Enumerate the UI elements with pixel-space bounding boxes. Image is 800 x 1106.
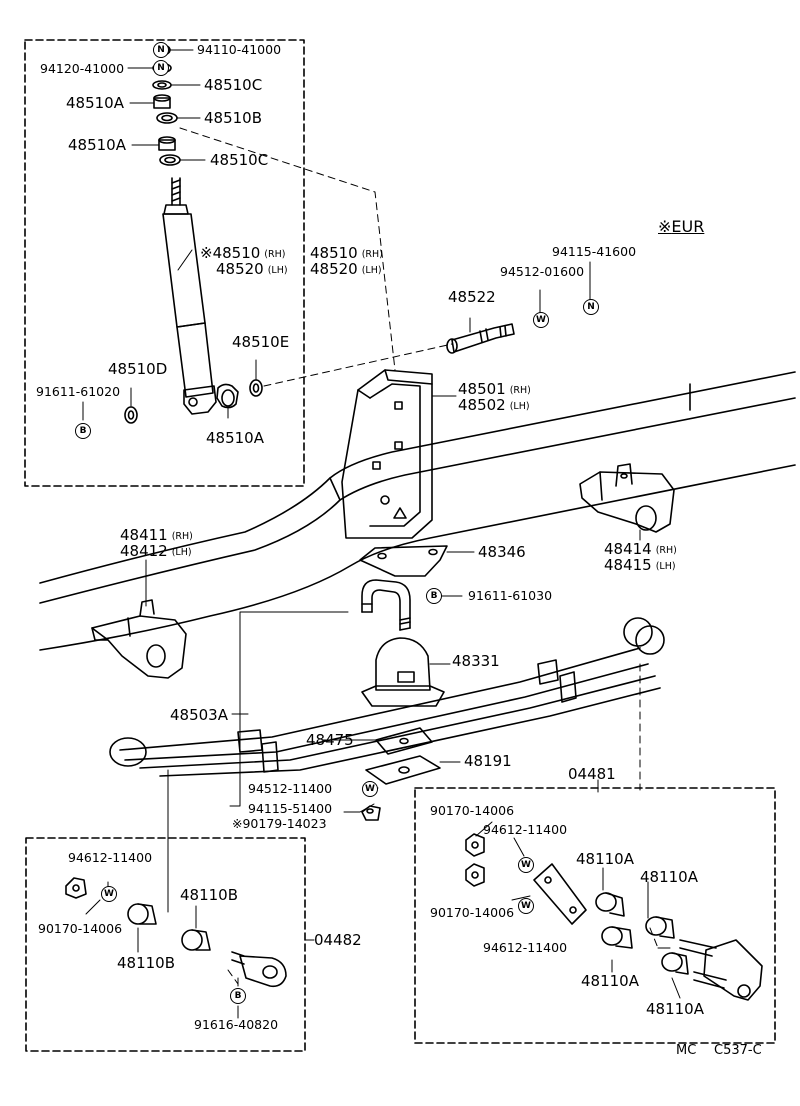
pin-kit-group-box <box>25 837 306 1052</box>
shock-absorber <box>162 177 217 415</box>
front-hanger <box>91 599 187 679</box>
eur-region-note: ※EUR <box>658 217 705 236</box>
u-bolt <box>361 579 411 631</box>
drawing-code-mc: MC <box>676 1043 697 1058</box>
shock-absorber-group-box <box>24 39 305 487</box>
b-marker-icon: B <box>75 423 91 439</box>
part-label-90170-14006-upper: 90170-14006 <box>430 803 515 818</box>
part-label-04481: 04481 <box>568 765 616 783</box>
part-label-48522: 48522 <box>448 288 496 306</box>
part-label-94612-11400-upper: 94612-11400 <box>483 822 568 837</box>
part-label-48510a-second: 48510A <box>68 136 126 154</box>
part-label-90179-14023: ※90179-14023 <box>232 816 327 831</box>
b-marker-icon: B <box>426 588 442 604</box>
n-marker-icon: N <box>153 60 169 76</box>
part-label-48510c-second: 48510C <box>210 151 269 169</box>
part-label-48503a: 48503A <box>170 706 228 724</box>
part-label-04482: 04482 <box>314 931 362 949</box>
part-label-94512-11400: 94512-11400 <box>248 781 333 796</box>
part-label-94115-51400: 94115-51400 <box>248 801 333 816</box>
part-label-48475: 48475 <box>306 731 354 749</box>
part-label-48110b-lower: 48110B <box>117 954 176 972</box>
part-label-94512-01600: 94512-01600 <box>500 264 585 279</box>
part-label-91616-40820: 91616-40820 <box>194 1017 279 1032</box>
leader-lines <box>82 49 681 1019</box>
leaf-spring <box>109 617 665 777</box>
part-label-48346: 48346 <box>478 543 526 561</box>
part-label-48110a-1: 48110A <box>576 850 634 868</box>
part-label-front-hanger: 48411(RH) 48412(LH) <box>120 526 193 560</box>
part-label-48510e: 48510E <box>232 333 290 351</box>
n-marker-icon: N <box>153 42 169 58</box>
part-label-90170-14006-lower: 90170-14006 <box>430 905 515 920</box>
n-marker-icon: N <box>583 299 599 315</box>
plate-48346 <box>359 545 448 577</box>
part-label-shock-absorber-starred: ※48510(RH) 48520(LH) <box>200 244 288 278</box>
part-label-90170-14006-left: 90170-14006 <box>38 921 123 936</box>
asterisk-marker: ※ <box>658 217 672 236</box>
shock-bracket <box>341 369 433 539</box>
shackle-kit-parts <box>465 833 763 1001</box>
part-label-rear-hanger: 48414(RH) 48415(LH) <box>604 540 677 574</box>
stud-48522 <box>446 323 515 354</box>
part-label-91611-61020: 91611-61020 <box>36 384 121 399</box>
w-marker-icon: W <box>362 781 378 797</box>
part-label-48110a-2: 48110A <box>640 868 698 886</box>
part-label-shock-absorber: 48510(RH) 48520(LH) <box>310 244 383 278</box>
part-label-48331: 48331 <box>452 652 500 670</box>
rear-hanger <box>579 463 675 533</box>
bumper-48331 <box>361 637 445 707</box>
part-label-94115-41600: 94115-41600 <box>552 244 637 259</box>
part-label-48510b: 48510B <box>204 109 263 127</box>
b-marker-icon: B <box>230 988 246 1004</box>
w-marker-icon: W <box>518 898 534 914</box>
w-marker-icon: W <box>101 886 117 902</box>
part-label-91611-61030: 91611-61030 <box>468 588 553 603</box>
dashed-connection-lines <box>167 127 659 985</box>
part-label-94110-41000: 94110-41000 <box>197 42 282 57</box>
part-label-48110a-3: 48110A <box>581 972 639 990</box>
part-label-48510c-top: 48510C <box>204 76 263 94</box>
asterisk-marker: ※ <box>200 244 213 262</box>
part-label-94120-41000: 94120-41000 <box>40 61 125 76</box>
drawing-code: C537-C <box>714 1043 762 1058</box>
part-label-48510a-top: 48510A <box>66 94 124 112</box>
part-label-94612-11400-lower: 94612-11400 <box>483 940 568 955</box>
part-label-48110b-upper: 48110B <box>180 886 239 904</box>
part-label-bracket: 48501(RH) 48502(LH) <box>458 380 531 414</box>
part-label-48510a-lower: 48510A <box>206 429 264 447</box>
w-marker-icon: W <box>533 312 549 328</box>
part-label-48191: 48191 <box>464 752 512 770</box>
frame-rail <box>39 371 796 651</box>
part-label-48110a-4: 48110A <box>646 1000 704 1018</box>
pin-kit-parts <box>65 877 287 988</box>
asterisk-marker: ※ <box>232 816 243 831</box>
w-marker-icon: W <box>518 857 534 873</box>
shackle-kit-group-box <box>414 787 776 1044</box>
part-label-48510d: 48510D <box>108 360 168 378</box>
spring-plates <box>365 727 441 785</box>
part-label-94612-11400-left: 94612-11400 <box>68 850 153 865</box>
